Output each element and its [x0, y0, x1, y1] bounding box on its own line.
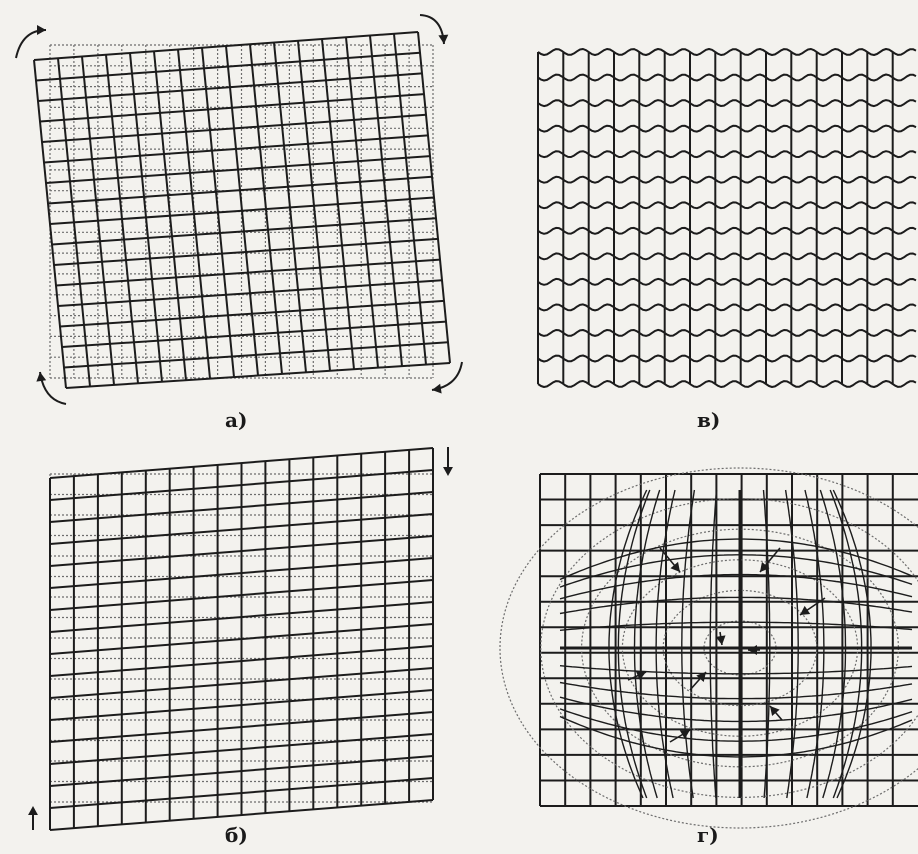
- panel-b-grid-row-line: [49, 755, 434, 787]
- panel-b-grid-row-line: [49, 689, 434, 721]
- panel-g-curved-row-line: [559, 715, 913, 758]
- panel-b-distorted-grid: [49, 447, 434, 831]
- panel-v-wavy-row-line: [537, 354, 917, 363]
- displacement-arrow-head: [715, 635, 726, 645]
- panel-a-grid-row-line: [55, 258, 441, 287]
- panel-a-grid-column-line: [225, 45, 259, 376]
- panel-v-wavy-row-line: [537, 201, 917, 210]
- panel-v-wavy-row-line: [537, 73, 917, 82]
- displacement-arrow-head: [696, 672, 706, 683]
- panel-v-distorted-grid: [537, 48, 917, 388]
- panel-v-label: в): [697, 408, 720, 432]
- panel-g-label: г): [697, 823, 719, 847]
- panel-a-grid-row-line: [51, 217, 437, 246]
- panel-g-curved-column-line: [608, 489, 648, 799]
- panel-b-shear: б): [28, 447, 453, 847]
- panel-a-grid-column-line: [393, 33, 427, 365]
- panel-a-grid-column-line: [345, 37, 379, 368]
- displacement-arrow-head: [760, 561, 770, 572]
- shift-arrow-up-head: [28, 806, 38, 815]
- panel-g-curved-column-line: [762, 489, 771, 799]
- panel-v-wavy-row-line: [537, 99, 917, 108]
- panel-g-curved-column-line: [829, 489, 863, 799]
- displacement-arrow-head: [635, 671, 646, 681]
- panel-a-grid-column-line: [417, 31, 451, 364]
- panel-a-grid-column-line: [369, 35, 403, 367]
- panel-g-curved-row-line: [559, 538, 913, 581]
- panel-v-wavy-row-line: [537, 252, 917, 261]
- panel-g-displacement-arrows: [627, 547, 826, 743]
- panel-g-curved-column-line: [655, 489, 676, 799]
- panel-a-grid-row-line: [53, 237, 439, 266]
- panel-v-wavy-row-line: [537, 380, 917, 388]
- panel-a-rotation-arrows: [15, 14, 463, 405]
- rotation-arrow-bottom-right-head: [432, 383, 442, 394]
- panel-b-shift-arrows: [28, 447, 453, 830]
- panel-g-curved-column-line: [784, 489, 799, 799]
- panel-v-wavy-row-line: [537, 48, 917, 56]
- panel-g-distorted-grid: [559, 489, 913, 799]
- displacement-arrow-head: [748, 645, 757, 655]
- panel-g-curved-column-line: [709, 489, 718, 799]
- rotation-arrow-top-right-head: [438, 34, 449, 44]
- panel-v-wavy-row-line: [537, 226, 917, 235]
- panel-g-regular-grid: [539, 473, 918, 807]
- panel-a-grid-column-line: [249, 44, 283, 374]
- rotation-arrow-bottom-right: [431, 361, 463, 391]
- panel-b-grid-row-line: [49, 667, 434, 699]
- shift-arrow-down-head: [443, 467, 453, 476]
- panel-a-grid-column-line: [297, 40, 331, 371]
- panel-a-grid-row-line: [61, 320, 447, 348]
- panel-g-curved-column-line: [819, 489, 847, 799]
- panel-g-curved-column-line: [804, 489, 825, 799]
- panel-v-wavy-row-line: [537, 277, 917, 286]
- panel-v-wavy-row-line: [537, 175, 917, 184]
- panel-g-curved-column-line: [832, 489, 872, 799]
- panel-a-rotation: а): [15, 14, 463, 432]
- panel-a-grid-row-line: [65, 362, 451, 389]
- panel-a-grid-row-line: [59, 299, 445, 328]
- panel-g-curved-row-line: [559, 665, 913, 675]
- panel-b-grid-row-line: [49, 799, 434, 831]
- panel-v-wavy-row-line: [537, 124, 917, 133]
- panel-v-wavy-row-line: [537, 328, 917, 337]
- panel-g-curved-column-line: [633, 489, 661, 799]
- rotation-arrow-top-left-head: [37, 25, 46, 35]
- rotation-arrow-top-left: [15, 29, 47, 59]
- displacement-arrow-head: [800, 605, 811, 615]
- panel-b-grid-row-line: [49, 711, 434, 743]
- panel-g-curved-column-line: [681, 489, 696, 799]
- displacement-arrow-head: [670, 561, 680, 572]
- panel-g-curved-column-line: [617, 489, 651, 799]
- panel-b-label: б): [225, 823, 248, 847]
- panel-a-grid-row-line: [57, 279, 443, 307]
- panel-a-distorted-grid: [33, 31, 451, 389]
- rotation-arrow-bottom-left: [39, 371, 67, 405]
- panel-g-curved-row-line: [559, 596, 913, 615]
- panel-b-grid-row-line: [49, 777, 434, 809]
- panel-b-grid-row-line: [49, 733, 434, 765]
- panel-a-label: а): [225, 408, 247, 432]
- panel-a-grid-column-line: [273, 42, 307, 373]
- displacement-arrow-head: [770, 706, 780, 717]
- panel-g-curved-row-line: [559, 681, 913, 700]
- panel-g-curved-row-line: [559, 573, 913, 600]
- panel-g-curved-row-line: [559, 696, 913, 723]
- rotation-arrow-bottom-left-head: [36, 372, 47, 382]
- panel-v-wavy-row-line: [537, 150, 917, 159]
- rotation-arrow-top-right: [419, 14, 445, 45]
- panel-a-grid-row-line: [63, 341, 449, 369]
- displacement-arrow-head: [679, 730, 690, 739]
- panel-b-grid-row-line: [49, 645, 434, 677]
- panel-g-pincushion: г): [499, 467, 918, 847]
- panel-v-wavy-row-line: [537, 303, 917, 312]
- panel-v-wave: в): [537, 48, 917, 432]
- panel-a-grid-column-line: [321, 38, 355, 370]
